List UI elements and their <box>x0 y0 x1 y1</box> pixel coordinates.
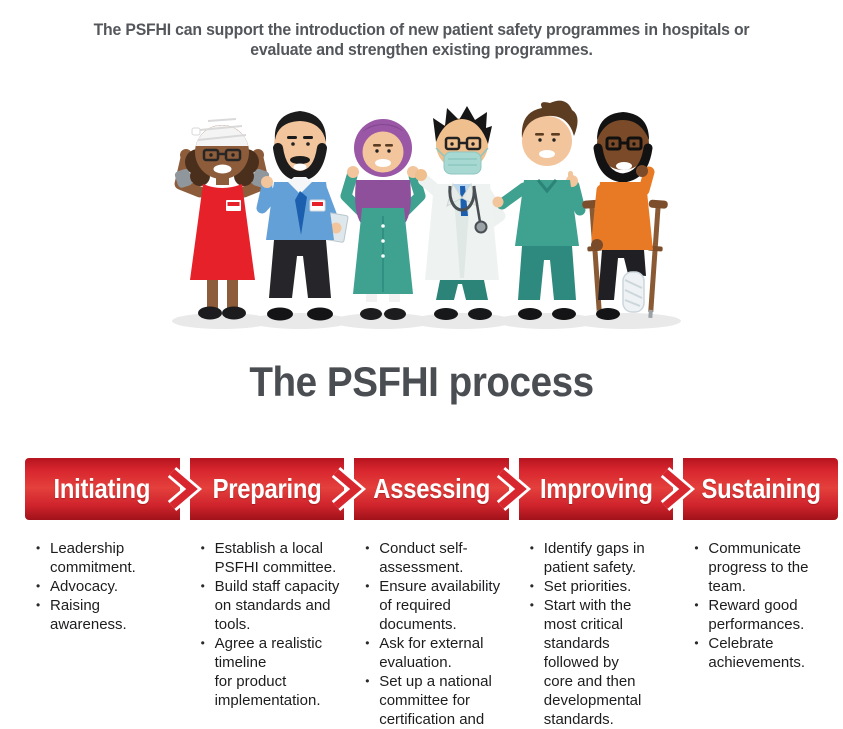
chevron-right-icon <box>167 467 202 511</box>
figure-woman-in-hijab <box>340 119 426 320</box>
chevron-right-icon <box>496 467 531 511</box>
chevron-separator <box>167 458 202 520</box>
stage-label: Preparing <box>212 473 322 504</box>
figure-nurse-in-scrubs <box>492 100 586 320</box>
stage-item: Reward good performances. <box>693 596 834 634</box>
stage-column-sustaining: Communicate progress to the team. Reward… <box>683 539 838 729</box>
stage-item: Ask for external evaluation. <box>364 634 505 672</box>
stage-item: Build staff capacity on standards and to… <box>200 577 341 634</box>
stage-column-assessing: Conduct self- assessment. Ensure availab… <box>354 539 509 729</box>
stage-item: Identify gaps in patient safety. <box>529 539 670 577</box>
stage-item: Communicate progress to the team. <box>693 539 834 596</box>
stage-label: Initiating <box>53 473 151 504</box>
page-title: The PSFHI process <box>249 358 594 405</box>
stage-column-improving: Identify gaps in patient safety. Set pri… <box>519 539 674 729</box>
chevron-separator <box>496 458 531 520</box>
stage-label: Assessing <box>373 473 490 504</box>
stage-label: Improving <box>539 473 653 504</box>
stage-item: Conduct self- assessment. <box>364 539 505 577</box>
figure-man-with-clipboard <box>256 111 349 321</box>
stage-banner-sustaining: Sustaining <box>683 458 838 520</box>
stage-item: Start with the most critical standards f… <box>529 596 670 729</box>
stage-item: Raising awareness. <box>35 596 176 634</box>
stage-detail-columns: Leadership commitment. Advocacy. Raising… <box>25 539 838 729</box>
stage-item: Establish a local PSFHI committee. <box>200 539 341 577</box>
stage-item: Agree a realistic timeline for product i… <box>200 634 341 710</box>
figure-patient-with-crutches <box>582 112 668 320</box>
figure-bandaged-patient <box>174 118 270 320</box>
stage-column-preparing: Establish a local PSFHI committee. Build… <box>190 539 345 729</box>
chevron-separator <box>661 458 696 520</box>
chevron-separator <box>331 458 367 520</box>
stage-item: Ensure availability of required document… <box>364 577 505 634</box>
stage-item: Advocacy. <box>35 577 176 596</box>
stage-banner-improving: Improving <box>518 458 674 520</box>
stage-item: Set priorities. <box>529 577 670 596</box>
stage-item: Celebrate achievements. <box>693 634 834 672</box>
stage-item: Set up a national committee for certific… <box>364 672 505 729</box>
healthcare-team-illustration <box>172 100 681 329</box>
chevron-right-icon <box>331 467 367 511</box>
header-statement: The PSFHI can support the introduction o… <box>93 20 750 59</box>
stage-item: Leadership commitment. <box>35 539 176 577</box>
process-bar: Initiating Preparing Assessing Improving <box>25 458 838 520</box>
stage-banner-assessing: Assessing <box>354 458 509 520</box>
stage-column-initiating: Leadership commitment. Advocacy. Raising… <box>25 539 180 729</box>
figure-doctor-with-mask <box>415 106 506 320</box>
stage-banner-initiating: Initiating <box>25 458 180 520</box>
chevron-right-icon <box>661 467 696 511</box>
stage-label: Sustaining <box>701 473 821 504</box>
stage-banner-preparing: Preparing <box>189 458 345 520</box>
